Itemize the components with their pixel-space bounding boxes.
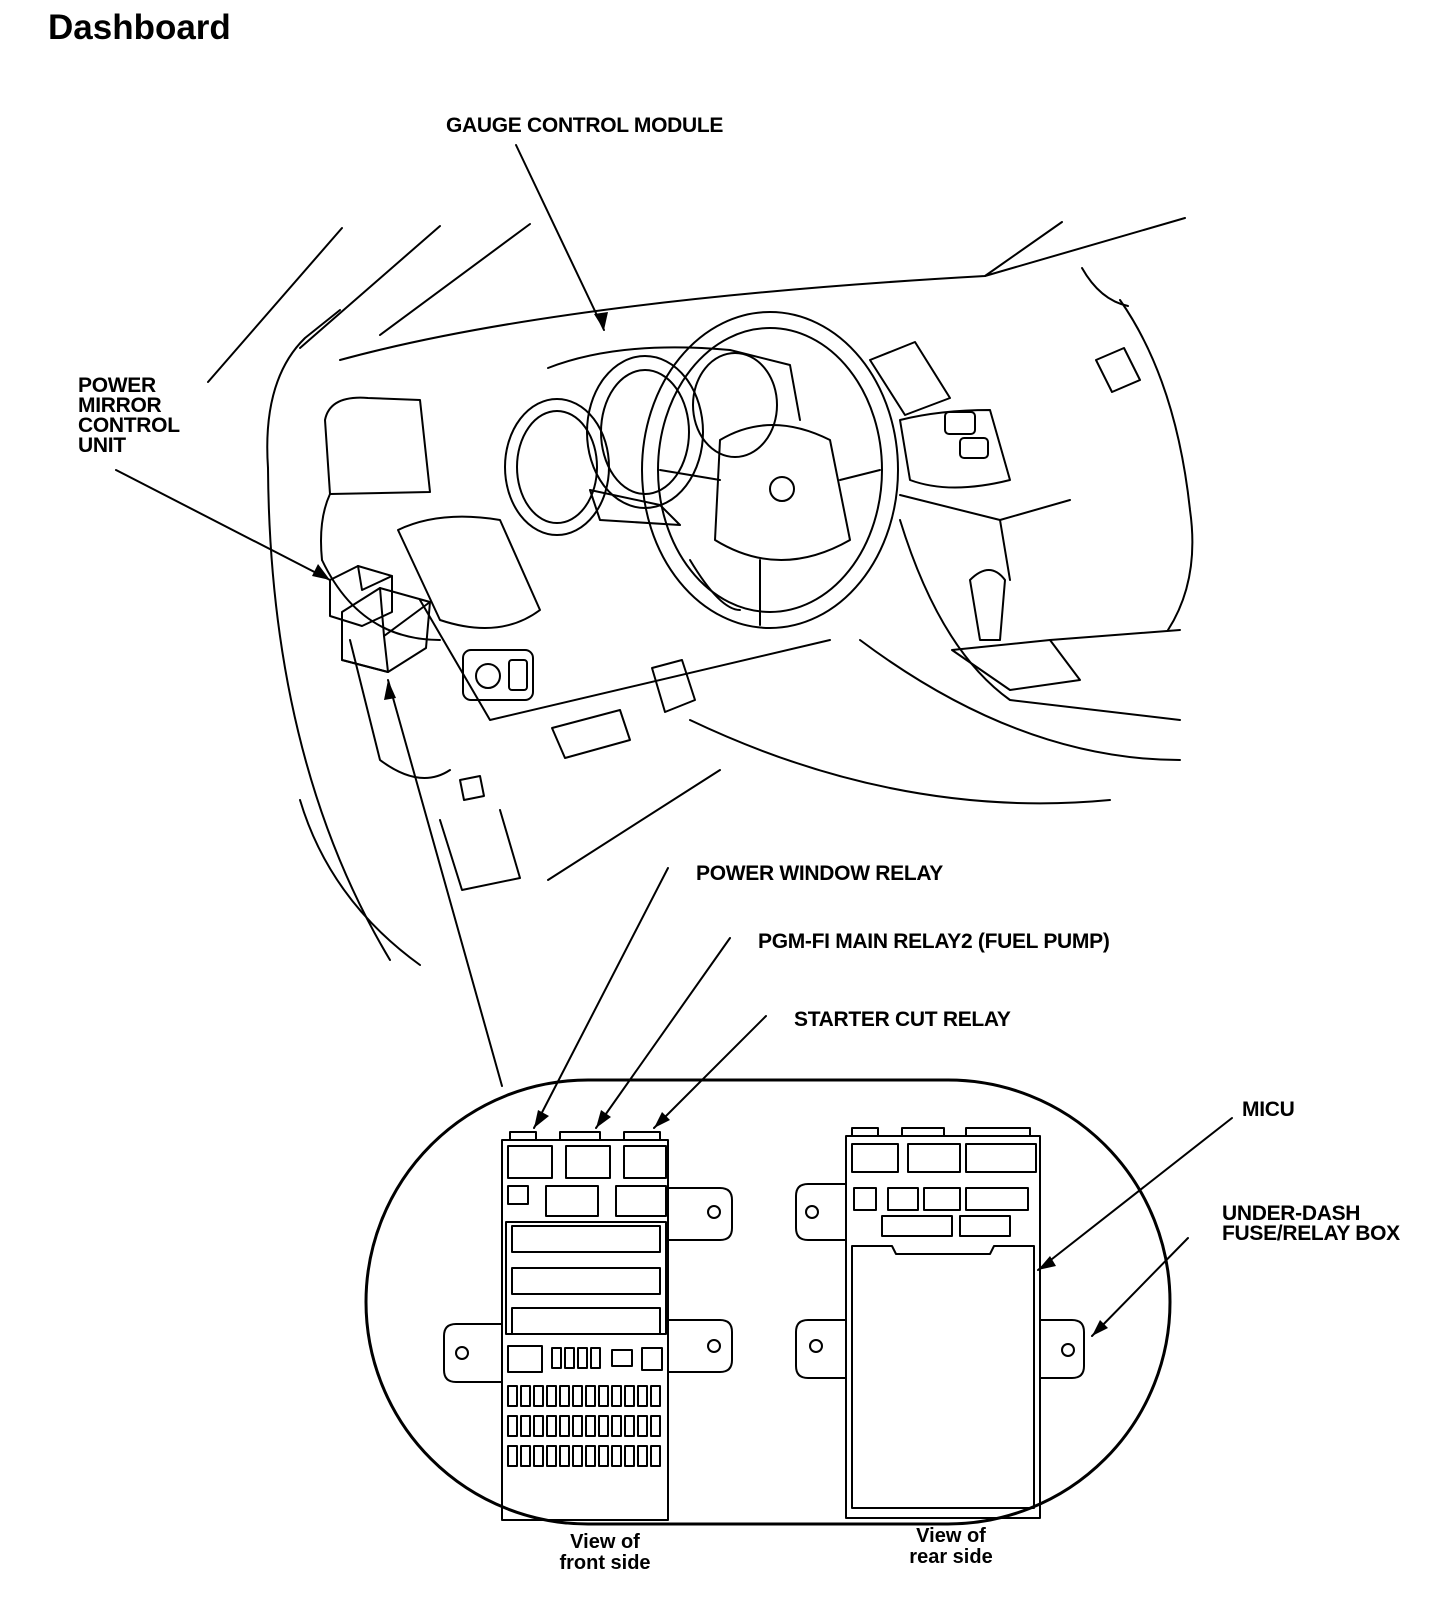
mini-fuse: [572, 1385, 583, 1407]
label-line: MIRROR: [78, 394, 162, 417]
mini-fuse: [507, 1415, 518, 1437]
caption-front-view: View of front side: [540, 1532, 670, 1574]
label-power-mirror-control-unit: POWER MIRROR CONTROL UNIT: [78, 374, 180, 457]
mini-fuse: [637, 1445, 648, 1467]
mini-fuse: [572, 1445, 583, 1467]
caption-line: rear side: [909, 1546, 993, 1568]
mini-fuse: [585, 1385, 596, 1407]
mini-fuse: [520, 1415, 531, 1437]
mini-fuse: [546, 1385, 557, 1407]
mini-fuse: [611, 1385, 622, 1407]
leader-lines: [115, 144, 1233, 1337]
mini-fuse: [585, 1415, 596, 1437]
label-line: UNIT: [78, 434, 126, 457]
page-title: Dashboard: [48, 8, 231, 47]
mini-fuse: [650, 1445, 661, 1467]
caption-line: View of: [916, 1525, 986, 1547]
mini-fuse: [533, 1445, 544, 1467]
mini-fuse: [598, 1415, 609, 1437]
mini-fuse: [507, 1445, 518, 1467]
mini-fuse: [533, 1385, 544, 1407]
mini-fuse: [637, 1385, 648, 1407]
caption-rear-view: View of rear side: [886, 1526, 1016, 1568]
fuse-box-front-view: [443, 1131, 733, 1521]
caption-line: View of: [570, 1531, 640, 1553]
caption-line: front side: [559, 1552, 651, 1574]
mini-fuse: [598, 1445, 609, 1467]
label-micu: MICU: [1242, 1098, 1295, 1121]
label-gauge-control-module: GAUGE CONTROL MODULE: [446, 114, 724, 137]
mini-fuse: [520, 1445, 531, 1467]
mini-fuse: [598, 1385, 609, 1407]
mini-fuse: [650, 1415, 661, 1437]
power-mirror-control-unit-part: [329, 565, 431, 673]
label-line: POWER: [78, 374, 156, 397]
mini-fuse: [559, 1445, 570, 1467]
mini-fuse: [559, 1385, 570, 1407]
mini-fuse: [559, 1415, 570, 1437]
mini-fuse: [520, 1385, 531, 1407]
label-power-window-relay: POWER WINDOW RELAY: [696, 862, 943, 885]
dashboard-illustration: [207, 217, 1194, 966]
mini-fuse: [507, 1385, 518, 1407]
fuse-box-rear-view: [795, 1127, 1085, 1519]
label-line: FUSE/RELAY BOX: [1222, 1222, 1400, 1245]
mini-fuse: [624, 1385, 635, 1407]
label-pgm-fi-main-relay2: PGM-FI MAIN RELAY2 (FUEL PUMP): [758, 930, 1110, 953]
mini-fuse: [546, 1415, 557, 1437]
mini-fuse: [572, 1415, 583, 1437]
label-under-dash-fuse-relay-box: UNDER-DASH FUSE/RELAY BOX: [1222, 1202, 1400, 1245]
label-line: CONTROL: [78, 414, 180, 437]
mini-fuse: [533, 1415, 544, 1437]
mini-fuse: [637, 1415, 648, 1437]
label-line: UNDER-DASH: [1222, 1202, 1361, 1225]
mini-fuse: [585, 1445, 596, 1467]
mini-fuse: [650, 1385, 661, 1407]
callout-oval: [364, 1078, 1172, 1526]
mini-fuse: [611, 1415, 622, 1437]
mini-fuse: [611, 1445, 622, 1467]
mini-fuse: [624, 1445, 635, 1467]
label-starter-cut-relay: STARTER CUT RELAY: [794, 1008, 1011, 1031]
mini-fuse: [546, 1445, 557, 1467]
mini-fuse: [624, 1415, 635, 1437]
mini-fuse-grid: [507, 1385, 661, 1467]
